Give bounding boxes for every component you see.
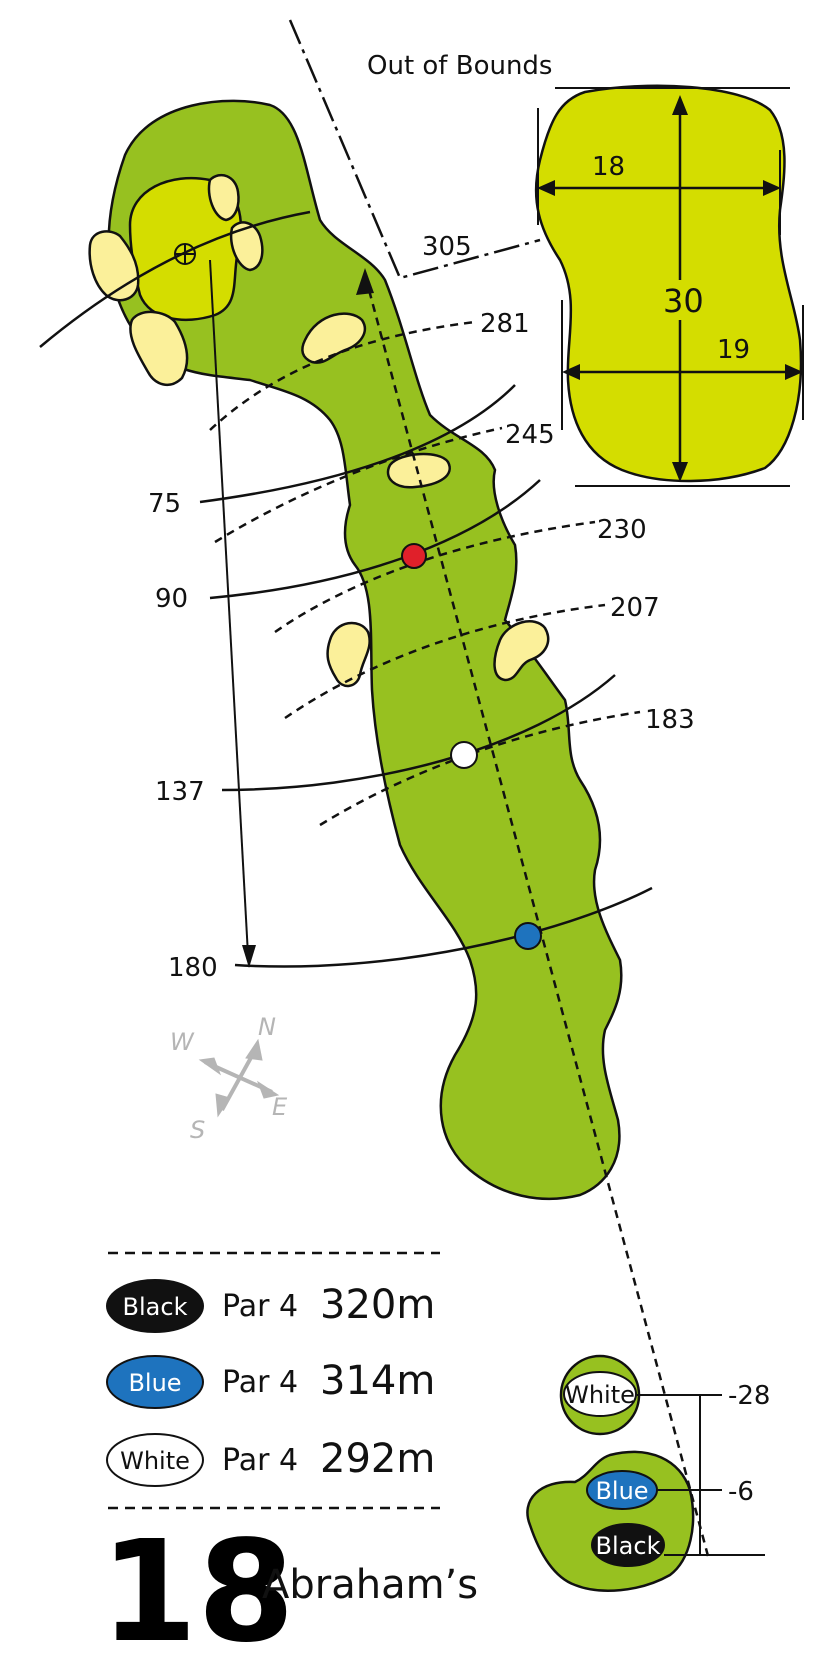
distance-arcs-dashed [209,320,641,827]
tee-length-blue: 314m [320,1358,435,1404]
bunker [493,620,550,682]
tee-pill-white [106,1433,204,1487]
white-tee-marker [450,741,478,769]
green-detail [534,84,804,487]
distance-label-245: 245 [505,420,555,450]
distance-label-90: 90 [155,584,188,614]
distance-label-230: 230 [597,515,647,545]
blue-tee-offset: -6 [728,1477,754,1507]
blue-tee-label: Blue [595,1477,648,1505]
black-tee-label: Black [596,1532,661,1560]
bunker [326,621,371,688]
center-line [363,274,710,1557]
hole-name: Abraham’s [262,1562,478,1608]
compass-east: E [272,1093,288,1121]
out-of-bounds-line [288,19,541,280]
distance-label-137: 137 [155,777,205,807]
tee-par-white: Par 4 [222,1443,298,1478]
tee-pill-black [106,1279,204,1333]
distance-label-183: 183 [645,705,695,735]
white-tee-label: White [565,1381,635,1409]
arc-137 [221,674,616,792]
blue-black-tee-box [526,1450,695,1592]
out-of-bounds-label: Out of Bounds [367,51,552,81]
pin-icon [174,243,196,265]
green-depth: 30 [663,282,704,320]
green-front-width: 18 [592,152,625,182]
arc-75 [199,384,516,504]
bunker [88,230,140,302]
red-tee-marker [401,543,427,569]
compass-icon [198,1038,280,1118]
distance-label-75: 75 [148,489,181,519]
tee-offset-lines [637,1394,765,1556]
arc-180 [234,886,653,968]
tee-name-black: Black [123,1293,188,1321]
tee-length-white: 292m [320,1436,435,1482]
fairway [107,99,623,1201]
arc-281 [209,320,476,431]
tee-par-black: Par 4 [222,1289,298,1324]
tee-length-black: 320m [320,1282,435,1328]
hole-number: 18 [100,1511,295,1674]
bunker [129,310,189,387]
measure-line-arrow [242,945,256,968]
arc-183 [319,710,641,827]
green-back-width: 19 [717,335,750,365]
measure-line [209,259,249,956]
bunkers [88,173,550,688]
distance-label-305: 305 [422,232,472,262]
tee-name-blue: Blue [128,1369,181,1397]
tee-name-white: White [120,1447,190,1475]
distance-arcs-solid [39,210,653,968]
compass-west: W [170,1028,195,1056]
distance-label-281: 281 [480,309,530,339]
white-tee-box [559,1354,641,1436]
tee-par-blue: Par 4 [222,1365,298,1400]
arc-pin [39,210,311,348]
bunker [386,452,451,489]
compass-south: S [190,1116,205,1144]
distance-label-180: 180 [168,953,218,983]
center-line-arrow [356,268,374,295]
bunker [229,221,264,272]
blue-tee-marker [514,922,542,950]
bunker [207,173,240,222]
distance-label-207: 207 [610,593,660,623]
tee-pill-blue [106,1355,204,1409]
arc-245 [214,426,503,544]
compass-north: N [258,1013,276,1041]
white-tee-offset: -28 [728,1381,770,1411]
